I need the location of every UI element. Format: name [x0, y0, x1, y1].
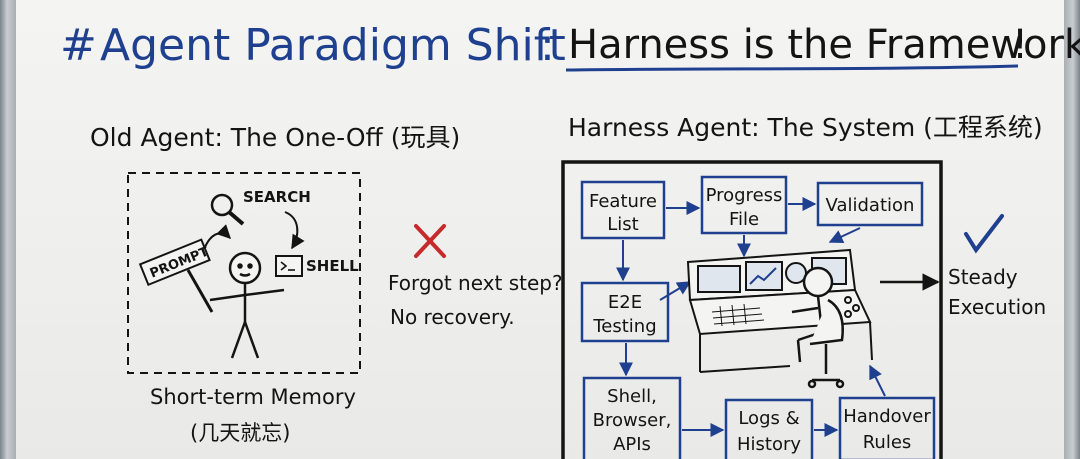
title-hash: # [60, 20, 97, 71]
e2e-line-1: E2E [608, 292, 642, 313]
logs-line-2: History [737, 434, 801, 455]
checkmark-icon [964, 214, 1004, 254]
control-console [686, 248, 873, 373]
handover-line-2: Rules [863, 432, 912, 453]
arrow-e2e-to-console [659, 281, 692, 301]
old-agent-heading: Old Agent: The One-Off (玩具) [90, 123, 460, 152]
magnifier-icon [210, 193, 245, 226]
title-underline [565, 64, 1019, 72]
search-to-shell-arrow [284, 211, 305, 250]
handover-line-1: Handover [843, 406, 931, 427]
shell-line-2: Browser, [593, 410, 672, 431]
shell-line-1: Shell, [607, 386, 657, 407]
terminal-icon [275, 255, 303, 277]
box-e2e-testing: E2E Testing [580, 281, 670, 343]
title-left: Agent Paradigm Shift [100, 20, 566, 71]
whiteboard-frame-left [0, 0, 16, 459]
box-handover-rules: Handover Rules [838, 396, 936, 459]
feature-list-line-1: Feature [589, 191, 657, 212]
title-right: Harness is the Framework [568, 22, 1080, 68]
logs-line-1: Logs & [738, 408, 799, 429]
result-line-2: Execution [948, 295, 1046, 319]
harness-agent-heading: Harness Agent: The System (工程系统) [568, 113, 1043, 142]
old-agent-caption-2: (几天就忘) [190, 421, 290, 445]
box-validation: Validation [816, 181, 924, 227]
failure-line-1: Forgot next step? [388, 271, 563, 295]
old-agent-caption-1: Short-term Memory [150, 385, 356, 409]
search-label: SEARCH [243, 188, 311, 206]
old-agent-dashed-box [127, 172, 361, 374]
prompt-sign: PROMPT [138, 238, 214, 313]
e2e-line-2: Testing [592, 316, 656, 337]
flow-arrows [616, 197, 886, 437]
failure-line-2: No recovery. [390, 305, 515, 329]
whiteboard-frame-right [1064, 0, 1080, 459]
box-shell-browser-apis: Shell, Browser, APIs [582, 376, 682, 459]
title-bang: ! [1012, 22, 1028, 68]
progress-file-line-2: File [729, 209, 759, 230]
prompt-to-search-arrow [204, 224, 231, 248]
title-colon: : [540, 20, 555, 71]
shell-label: SHELL [306, 257, 359, 275]
progress-file-line-1: Progress [706, 185, 783, 206]
validation-label: Validation [826, 195, 915, 216]
shell-line-3: APIs [613, 434, 651, 455]
box-feature-list: Feature List [580, 180, 666, 240]
result-line-1: Steady [948, 265, 1018, 289]
box-logs-history: Logs & History [724, 398, 814, 459]
arrow-validation-to-console [828, 227, 861, 244]
stick-figure [209, 251, 285, 359]
arrow-handover-to-console [869, 364, 886, 397]
feature-list-line-2: List [607, 214, 638, 235]
operator-figure [791, 266, 845, 389]
box-progress-file: Progress File [700, 175, 788, 235]
cross-icon [414, 224, 446, 258]
page-title: # Agent Paradigm Shift : Harness is the … [60, 20, 1080, 72]
harness-system-frame [561, 160, 943, 459]
